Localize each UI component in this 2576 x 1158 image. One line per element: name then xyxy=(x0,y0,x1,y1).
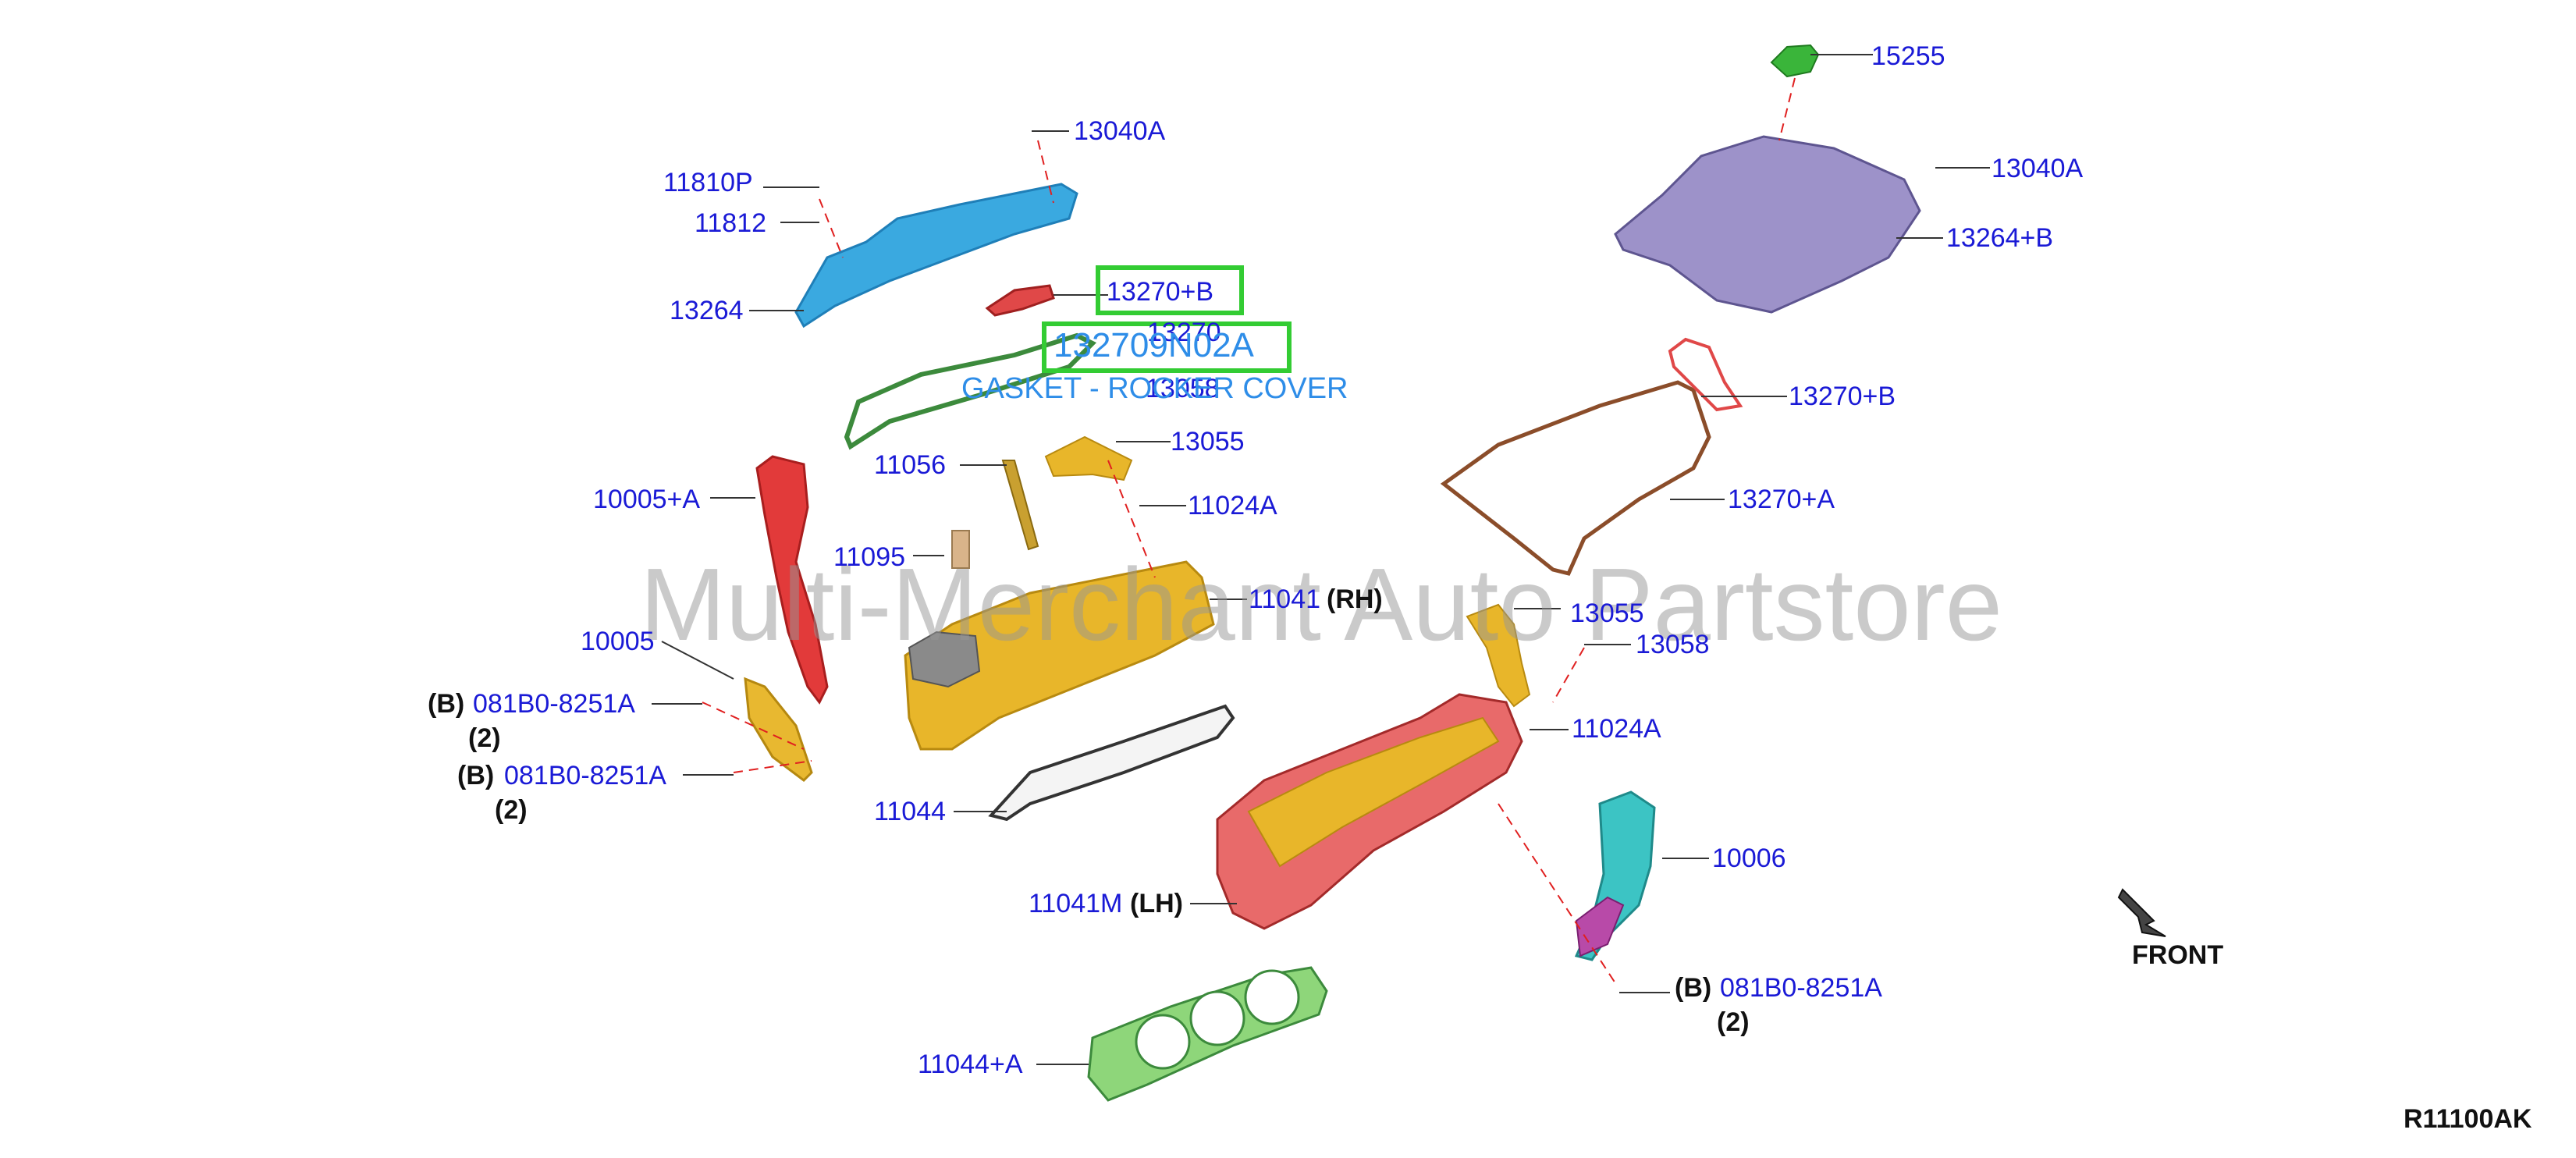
head-accessory-gray xyxy=(908,631,981,688)
part-label-13264[interactable]: 13264 xyxy=(670,296,744,325)
part-label-13055-upper[interactable]: 13055 xyxy=(1171,427,1245,456)
tooltip-part-number: 132709N02A xyxy=(1053,326,1254,364)
part-label-081b0-8251a-1[interactable]: 081B0-8251A xyxy=(473,689,635,719)
part-label-13040a-lh[interactable]: 13040A xyxy=(1074,116,1166,146)
part-illustrations xyxy=(744,44,2166,1102)
diagram-code: R11100AK xyxy=(2404,1104,2532,1134)
part-label-081b0-8251a-3[interactable]: 081B0-8251A xyxy=(1720,973,1882,1003)
part-label-081b0-8251a-2[interactable]: 081B0-8251A xyxy=(504,761,666,790)
part-label-15255[interactable]: 15255 xyxy=(1871,41,1945,71)
bolt-qty-1: (2) xyxy=(468,723,501,753)
gasket-bore-1 xyxy=(1135,1014,1191,1070)
front-arrow-icon xyxy=(2117,888,2166,937)
part-label-11041m[interactable]: 11041M xyxy=(1029,889,1123,918)
part-label-10005[interactable]: 10005 xyxy=(581,627,655,656)
tooltip-description: GASKET - ROCKER COVER xyxy=(961,372,1348,405)
head-gasket-rh[interactable] xyxy=(988,704,1235,822)
spark-plug-gasket-lh[interactable] xyxy=(985,284,1055,317)
head-bolt[interactable] xyxy=(1001,460,1039,551)
rocker-cover-rh[interactable] xyxy=(1614,135,1921,314)
cylinder-head-lh-top xyxy=(1247,716,1500,868)
cam-bracket-lower[interactable] xyxy=(1466,603,1531,708)
part-label-13040a-rh[interactable]: 13040A xyxy=(1992,154,2084,183)
part-label-13058-lower[interactable]: 13058 xyxy=(1636,630,1710,659)
rocker-cover-gasket-lh[interactable] xyxy=(844,332,1097,450)
part-label-13270-b-lh[interactable]: 13270+B xyxy=(1107,277,1214,307)
part-label-11041[interactable]: 11041 xyxy=(1249,584,1321,614)
part-label-11044[interactable]: 11044 xyxy=(874,797,947,826)
timing-bracket[interactable] xyxy=(744,677,813,782)
side-label-rh: (RH) xyxy=(1327,584,1383,614)
front-label: FRONT xyxy=(2132,940,2224,970)
part-label-11095[interactable]: 11095 xyxy=(833,542,906,572)
highlight-tooltip-part xyxy=(1042,321,1292,373)
side-label-lh: (LH) xyxy=(1130,889,1183,918)
gasket-bore-3 xyxy=(1244,969,1300,1025)
part-label-13058-upper[interactable]: 13058 xyxy=(1146,374,1220,403)
cylinder-head-rh[interactable] xyxy=(904,560,1215,751)
leader-lines xyxy=(652,54,1990,1065)
rocker-cover-gasket-rh[interactable] xyxy=(1440,380,1711,576)
part-label-11044-a[interactable]: 11044+A xyxy=(918,1050,1023,1079)
bolt-type-b-2: (B) xyxy=(457,761,495,790)
part-label-10006[interactable]: 10006 xyxy=(1712,844,1786,873)
gasket-bore-2 xyxy=(1189,990,1245,1046)
dowel-pin[interactable] xyxy=(951,530,970,569)
watermark: Multi-Merchant Auto Partstore xyxy=(640,547,2003,662)
oil-filler-cap[interactable] xyxy=(1770,44,1820,78)
rocker-cover-lh[interactable] xyxy=(794,183,1078,329)
bolt-qty-3: (2) xyxy=(1717,1007,1750,1037)
timing-cover-rh[interactable] xyxy=(755,455,829,705)
cam-bracket-upper[interactable] xyxy=(1044,435,1133,481)
spark-plug-gasket-rh[interactable] xyxy=(1668,337,1743,412)
part-label-11810p[interactable]: 11810P xyxy=(663,168,753,197)
part-label-11024a-lower[interactable]: 11024A xyxy=(1572,714,1661,744)
part-label-13264-b[interactable]: 13264+B xyxy=(1946,223,2054,253)
part-label-13270-b-rh[interactable]: 13270+B xyxy=(1789,382,1896,411)
part-label-13055-lower[interactable]: 13055 xyxy=(1570,599,1644,628)
part-label-10005-a[interactable]: 10005+A xyxy=(593,485,701,514)
part-label-13270-a[interactable]: 13270+A xyxy=(1728,485,1835,514)
bolt-type-b-1: (B) xyxy=(428,689,465,719)
bolt-type-b-3: (B) xyxy=(1675,973,1712,1003)
highlight-13270-b xyxy=(1096,265,1244,315)
assembly-guides xyxy=(702,77,1796,984)
part-label-11812[interactable]: 11812 xyxy=(695,208,767,238)
part-label-11024a-upper[interactable]: 11024A xyxy=(1188,491,1277,520)
part-label-11056[interactable]: 11056 xyxy=(874,450,947,480)
part-label-13270[interactable]: 13270 xyxy=(1147,318,1221,347)
bolt-qty-2: (2) xyxy=(495,795,528,825)
